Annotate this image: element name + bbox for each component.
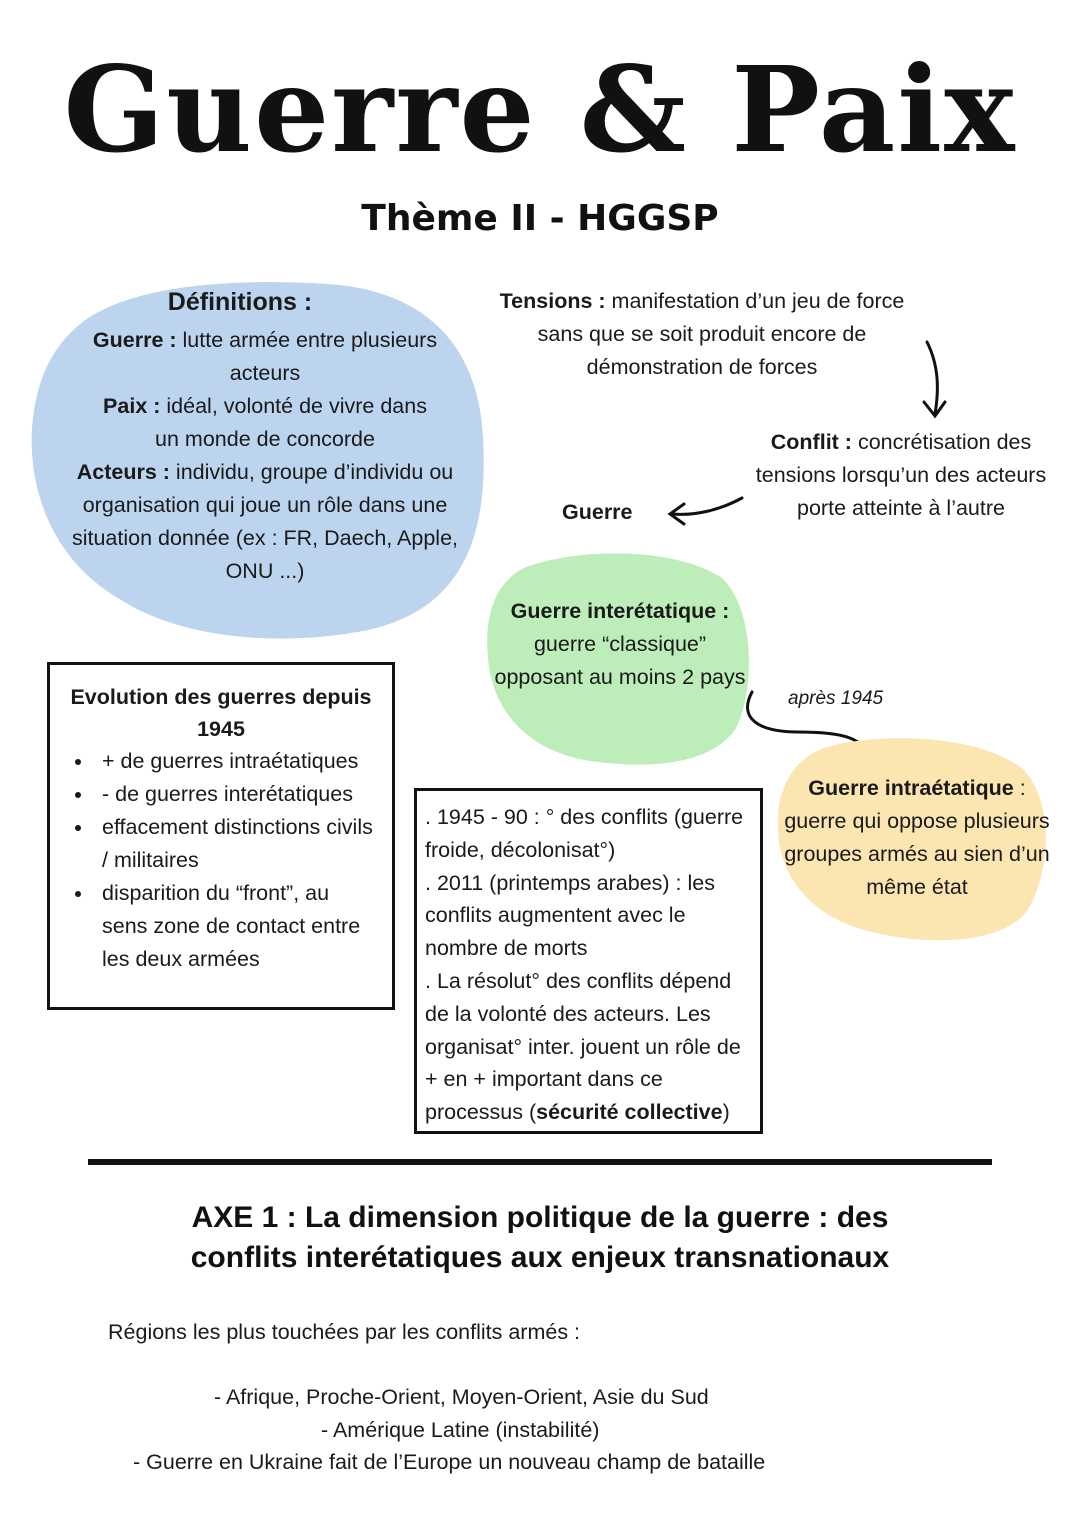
evolution-list: + de guerres intraétatiques - de guerres…	[64, 745, 378, 976]
page-subtitle: Thème II - HGGSP	[361, 198, 719, 239]
arrow-left-icon	[667, 496, 744, 526]
list-item: - Amérique Latine (instabilité)	[321, 1418, 600, 1442]
definitions-blob	[31, 282, 484, 639]
definition-paix: Paix : idéal, volonté de vivre dans un m…	[103, 394, 427, 451]
list-item: effacement distinctions civils / militai…	[94, 811, 378, 877]
evolution-heading: Evolution des guerres depuis 1945	[70, 685, 372, 741]
list-item: + de guerres intraétatiques	[94, 745, 378, 778]
interetatique-blob	[487, 553, 749, 765]
definition-guerre: Guerre : lutte armée entre plusieurs act…	[92, 328, 438, 385]
list-item: disparition du “front”, au sens zone de …	[94, 877, 378, 976]
list-item: - de guerres interétatiques	[94, 778, 378, 811]
axe-heading: AXE 1 : La dimension politique de la gue…	[190, 1201, 890, 1274]
definitions-heading: Définitions :	[167, 288, 313, 316]
guerre-label: Guerre	[562, 500, 633, 524]
intraetatique-blob	[777, 738, 1046, 941]
conflit-definition: Conflit : concrétisation des tensions lo…	[755, 430, 1047, 520]
apres-label: après 1945	[788, 688, 884, 709]
intraetatique-definition: Guerre intraétatique :guerre qui oppose …	[784, 776, 1050, 899]
chronology-2011: . 2011 (printemps arabes) : les conflits…	[425, 870, 715, 961]
arrow-down-icon	[922, 340, 947, 419]
section-divider	[88, 1159, 992, 1165]
chronology-resolution: . La résolut° des conflits dépend de la …	[425, 968, 741, 1125]
page-title: Guerre & Paix	[63, 40, 1017, 179]
list-item: - Guerre en Ukraine fait de l’Europe un …	[133, 1450, 766, 1474]
interetatique-definition: Guerre interétatique :guerre “classique”…	[494, 599, 746, 689]
list-item: - Afrique, Proche-Orient, Moyen-Orient, …	[214, 1385, 709, 1409]
tensions-definition: Tensions : manifestation d’un jeu de for…	[499, 289, 905, 379]
definition-acteurs: Acteurs : individu, groupe d’individu ou…	[71, 460, 459, 583]
definitions-panel: Définitions : Guerre : lutte armée entre…	[60, 286, 470, 588]
evolution-box: Evolution des guerres depuis 1945 + de g…	[47, 662, 395, 1010]
chronology-1945: . 1945 - 90 : ° des conflits (guerre fro…	[425, 805, 744, 862]
chronology-box: . 1945 - 90 : ° des conflits (guerre fro…	[414, 788, 763, 1134]
regions-intro: Régions les plus touchées par les confli…	[108, 1320, 581, 1344]
